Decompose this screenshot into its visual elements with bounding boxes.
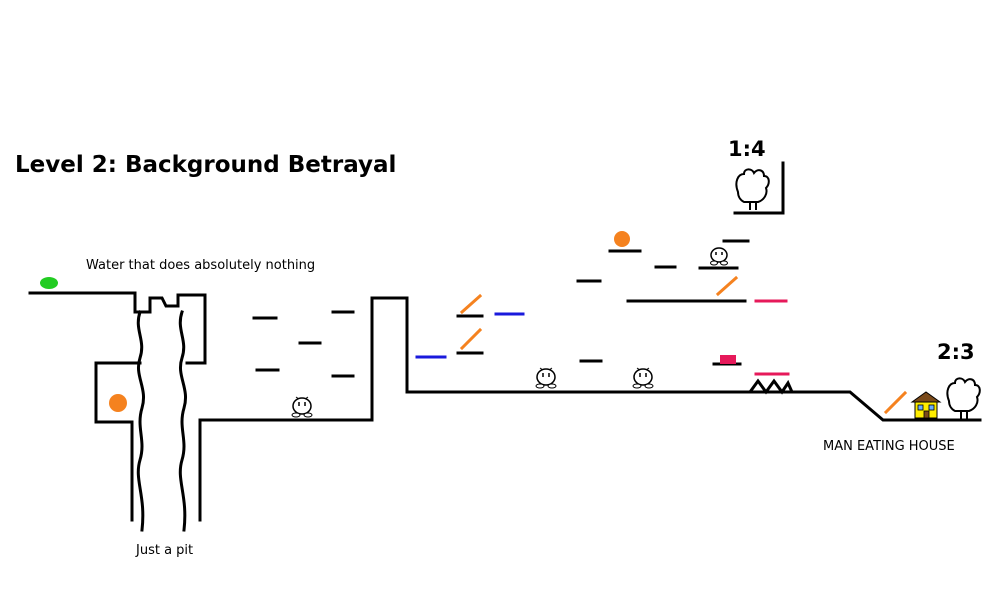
slime-icon (40, 277, 58, 289)
house-annotation: MAN EATING HOUSE (823, 439, 955, 454)
lower-goal-score: 2:3 (937, 340, 975, 364)
orb-icon (109, 394, 127, 412)
waterfall-right (178, 310, 187, 532)
upper-goal-score: 1:4 (728, 137, 766, 161)
goomba-icon (632, 367, 654, 389)
wall-left-box (94, 361, 142, 522)
orb-icon (614, 231, 630, 247)
goomba-icon (535, 367, 557, 389)
orange-ramp (883, 390, 908, 415)
goomba-icon (291, 396, 313, 418)
level-title: Level 2: Background Betrayal (15, 152, 397, 178)
waterfall-left (136, 310, 145, 532)
glove-icon (735, 168, 770, 210)
ground-mid (198, 296, 982, 522)
orange-ramp (459, 327, 483, 351)
water-annotation: Water that does absolutely nothing (86, 258, 316, 273)
pink-block (720, 355, 736, 364)
glove-icon (946, 377, 981, 419)
orange-ramp (715, 275, 739, 297)
orange-ramp (459, 293, 483, 315)
goal-box-upper (733, 161, 785, 215)
pit-annotation: Just a pit (136, 543, 194, 558)
spike-icon (748, 378, 794, 395)
water-cavity (133, 291, 207, 365)
house-icon (910, 391, 942, 419)
goomba-icon (710, 247, 728, 266)
